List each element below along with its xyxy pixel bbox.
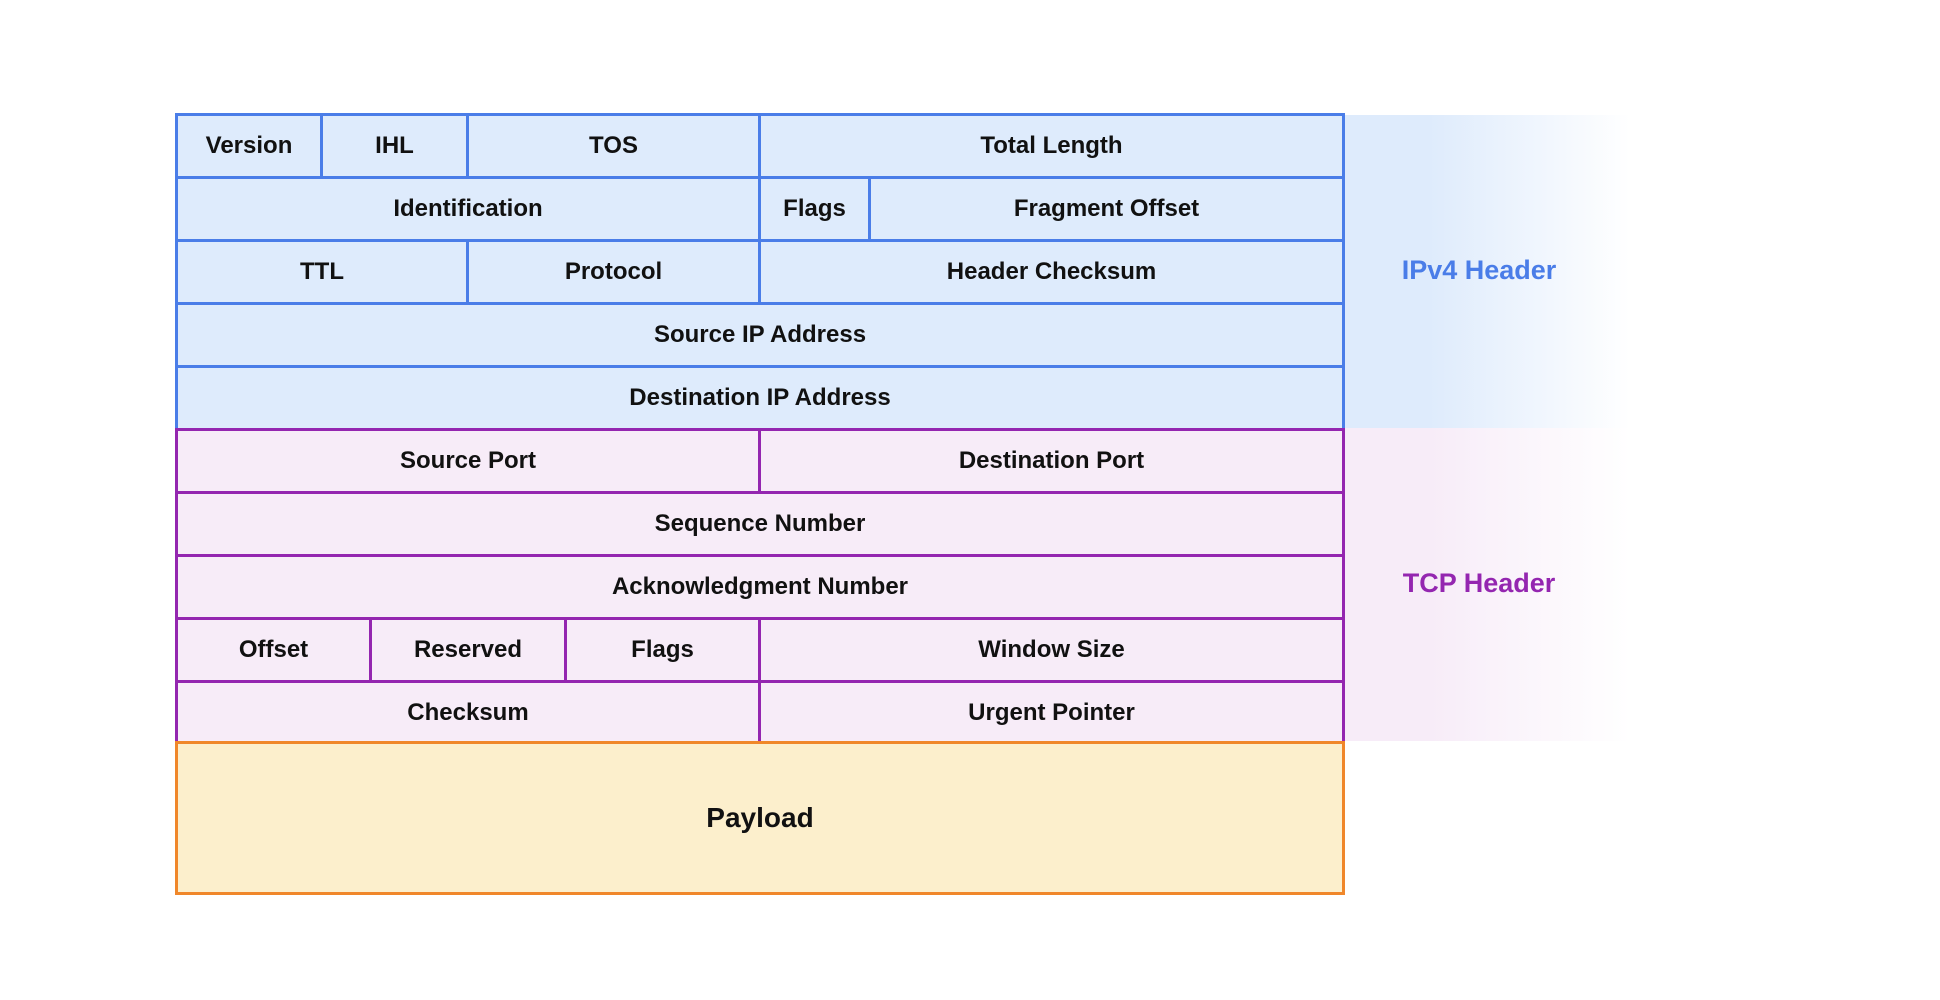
ipv4-version-field: Version — [175, 113, 323, 179]
tcp-destination-port-field: Destination Port — [758, 428, 1345, 494]
ipv4-header-band — [1342, 115, 1630, 428]
tcp-checksum-field: Checksum — [175, 680, 761, 746]
ipv4-tos-field: TOS — [466, 113, 761, 179]
tcp-source-port-field: Source Port — [175, 428, 761, 494]
tcp-sequence-number-field: Sequence Number — [175, 491, 1345, 557]
payload-block: Payload — [175, 741, 1345, 895]
tcp-header-band — [1342, 428, 1630, 741]
tcp-reserved-field: Reserved — [369, 617, 567, 683]
ipv4-source-ip-field: Source IP Address — [175, 302, 1345, 368]
ipv4-protocol-field: Protocol — [466, 239, 761, 305]
ipv4-ttl-field: TTL — [175, 239, 469, 305]
ipv4-ihl-field: IHL — [320, 113, 469, 179]
ipv4-flags-field: Flags — [758, 176, 871, 242]
tcp-flags-field: Flags — [564, 617, 761, 683]
ipv4-identification-field: Identification — [175, 176, 761, 242]
ipv4-destination-ip-field: Destination IP Address — [175, 365, 1345, 431]
ipv4-header-checksum-field: Header Checksum — [758, 239, 1345, 305]
tcp-window-size-field: Window Size — [758, 617, 1345, 683]
ipv4-header-label: IPv4 Header — [1401, 255, 1557, 285]
tcp-ack-number-field: Acknowledgment Number — [175, 554, 1345, 620]
tcp-urgent-pointer-field: Urgent Pointer — [758, 680, 1345, 746]
ipv4-fragment-offset-field: Fragment Offset — [868, 176, 1345, 242]
tcp-header-label: TCP Header — [1402, 568, 1556, 598]
tcp-offset-field: Offset — [175, 617, 372, 683]
ipv4-total-length-field: Total Length — [758, 113, 1345, 179]
